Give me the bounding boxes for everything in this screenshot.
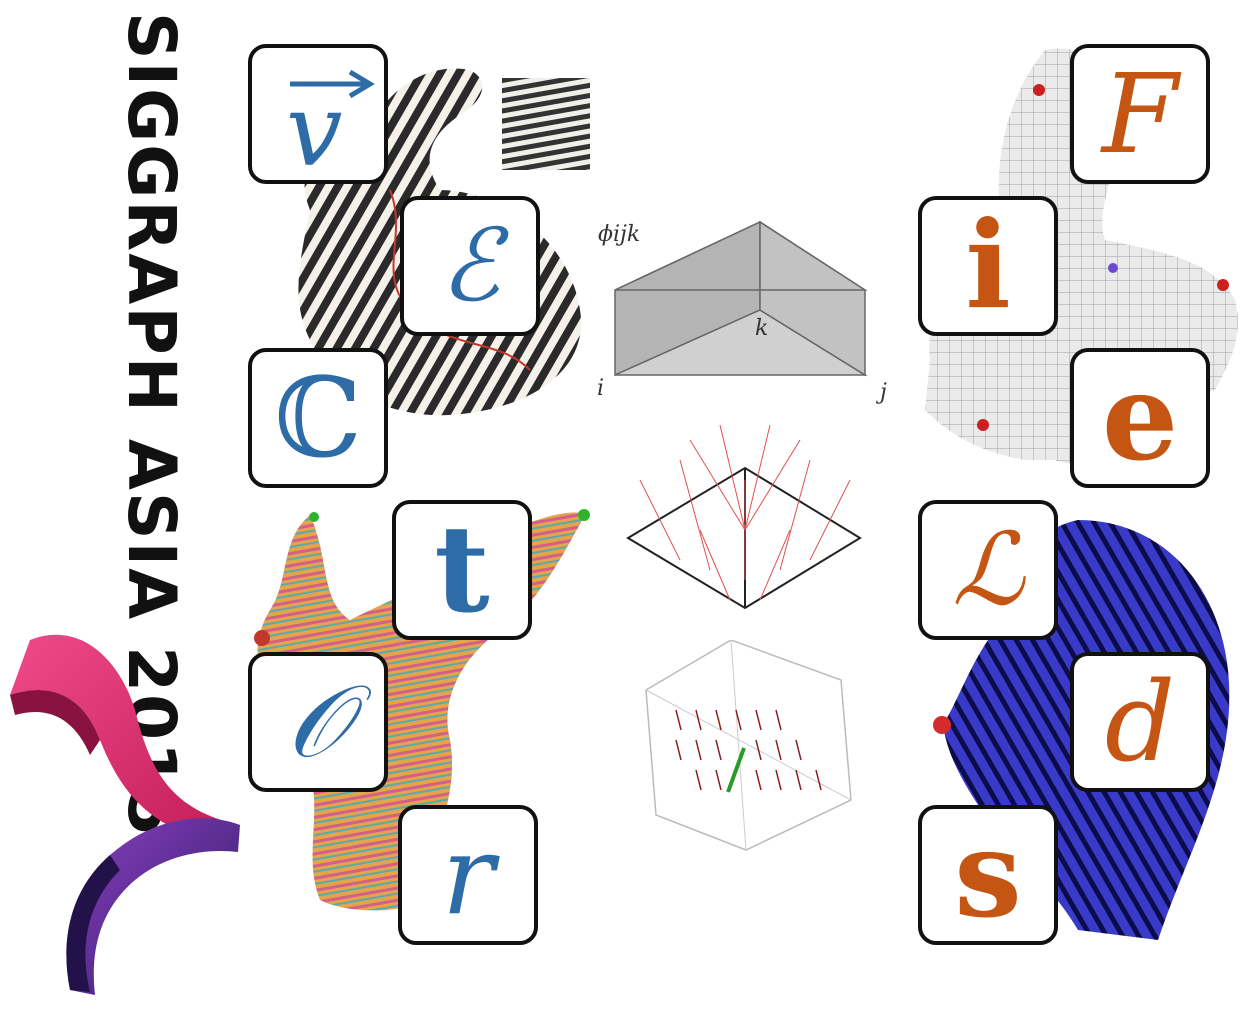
red-vector-field-diagram xyxy=(626,424,862,610)
i-label: i xyxy=(597,376,605,401)
letter-script-o: 𝒪 xyxy=(286,663,350,780)
tile-bold-s: s xyxy=(918,805,1058,945)
letter-t: t xyxy=(434,499,490,640)
tile-italic-r: r xyxy=(398,805,538,945)
tile-fraktur-i: i xyxy=(918,196,1058,336)
tile-italic-d: d xyxy=(1070,652,1210,792)
tile-script-l: ℒ xyxy=(918,500,1058,640)
zebra-texture-swatch xyxy=(502,78,590,170)
j-label: j xyxy=(880,380,887,405)
vector-arrow-icon xyxy=(290,69,375,99)
siggraph-ribbon-logo xyxy=(10,634,240,995)
letter-script-e: ℰ xyxy=(439,207,501,324)
letter-s: s xyxy=(954,804,1022,945)
tile-bold-e: e xyxy=(1070,348,1210,488)
letter-d: d xyxy=(1104,658,1176,786)
letter-f: F xyxy=(1101,50,1179,178)
vector-v-glyph: v xyxy=(268,59,375,181)
letter-script-l: ℒ xyxy=(951,511,1025,628)
letter-v: v xyxy=(286,72,343,189)
tile-vector-v: v xyxy=(248,44,388,184)
prism-diagram xyxy=(614,220,868,377)
tile-bold-t: t xyxy=(392,500,532,640)
letter-r: r xyxy=(441,811,495,939)
letter-e: e xyxy=(1101,347,1179,488)
siggraph-asia-logo-text: SIGGRAPH ASIA 2015 xyxy=(113,0,208,838)
tile-double-struck-c: ℂ xyxy=(248,348,388,488)
tile-italic-f: F xyxy=(1070,44,1210,184)
phi-label: ϕijk xyxy=(598,222,641,247)
k-label: k xyxy=(755,316,769,341)
letter-double-struck-c: ℂ xyxy=(274,354,362,482)
letter-i: i xyxy=(965,195,1011,336)
tile-script-o: 𝒪 xyxy=(248,652,388,792)
cube-vector-field-diagram xyxy=(645,640,852,851)
tile-script-e: ℰ xyxy=(400,196,540,336)
